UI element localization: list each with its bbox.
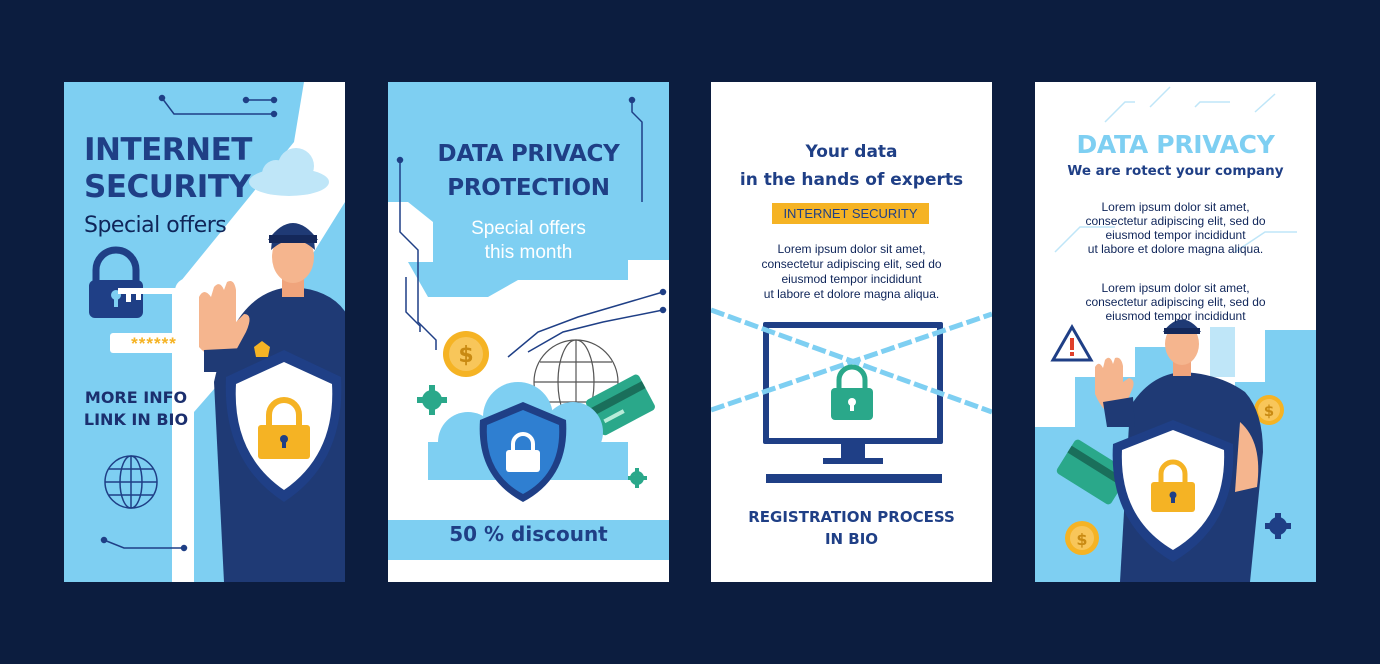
body-line: ut labore et dolore magna aliqua. (763, 287, 940, 301)
more-info-cta: MORE INFO LINK IN BIO (78, 387, 194, 431)
body-line: Lorem ipsum dolor sit amet, (1101, 200, 1250, 214)
credit-card-icon (586, 374, 655, 436)
card-body-text: Lorem ipsum dolor sit amet, consectetur … (731, 242, 972, 302)
card-paragraph: Lorem ipsum dolor sit amet, consectetur … (1055, 200, 1296, 256)
chain-icon (711, 307, 992, 415)
internet-security-illustration (89, 82, 345, 582)
body-line: consectetur adipiscing elit, sed do (761, 257, 942, 271)
cta-line1: MORE INFO (84, 388, 188, 407)
globe-icon (104, 455, 158, 509)
discount-band (388, 520, 669, 560)
cta-line2: LINK IN BIO (83, 410, 189, 429)
card-data-privacy-protection: $ (388, 82, 669, 582)
circuit-lines (396, 96, 667, 358)
body-line: eiusmod tempor incididunt (781, 272, 922, 286)
card-title: INTERNET SECURITY (84, 132, 274, 206)
card-your-data: Your data in the hands of experts INTERN… (711, 82, 992, 582)
body-line: ut labore et dolore magna aliqua. (1087, 242, 1264, 256)
card-subtitle: Special offers this month (438, 217, 619, 265)
discount-label: 50 % discount (449, 522, 608, 546)
your-data-illustration (711, 307, 992, 483)
body-line: Lorem ipsum dolor sit amet, (777, 242, 926, 256)
card-title-line2: PROTECTION (447, 175, 610, 201)
registration-cta: REGISTRATION PROCESS IN BIO (721, 506, 982, 550)
body-line: Lorem ipsum dolor sit amet, (1101, 281, 1250, 295)
padlock-icon (89, 246, 143, 318)
body-line: consectetur adipiscing elit, sed do (1085, 214, 1266, 228)
svg-text:$: $ (1264, 402, 1274, 420)
cta-line2: IN BIO (824, 530, 879, 548)
body-line: eiusmod tempor incididunt (1105, 228, 1246, 242)
internet-security-badge: INTERNET SECURITY (772, 203, 929, 224)
card-title-line2: in the hands of experts (739, 170, 964, 190)
dollar-coin-icon: $ $ (1065, 395, 1284, 555)
card-subtitle: Special offers (84, 213, 227, 238)
body-line: consectetur adipiscing elit, sed do (1085, 295, 1266, 309)
padlock-icon (831, 364, 873, 420)
cloud-icon (249, 148, 329, 196)
circuit-lines (100, 94, 278, 552)
shield-icon (225, 350, 342, 502)
password-field-illustration: ****** (110, 333, 198, 353)
svg-text:$: $ (458, 343, 473, 368)
card-title-line1: INTERNET (84, 132, 252, 168)
subtitle-line1: Special offers (471, 218, 586, 239)
cta-line1: REGISTRATION PROCESS (748, 508, 955, 526)
gear-icon (417, 385, 647, 488)
card-data-privacy: $ $ (1035, 82, 1316, 582)
card-title-line2: SECURITY (84, 169, 251, 205)
card-title: DATA PRIVACY PROTECTION (418, 137, 639, 205)
card-internet-security: INTERNET SECURITY Special offers ****** … (64, 82, 345, 582)
card-title: Your data in the hands of experts (721, 138, 982, 194)
dollar-coin-icon: $ (443, 331, 489, 377)
circuit-lines (1054, 86, 1297, 253)
card-title: DATA PRIVACY (1076, 130, 1275, 159)
card-tagline: We are rotect your company (1067, 163, 1284, 179)
shield-icon (1112, 420, 1234, 562)
body-line: eiusmod tempor incididunt (1105, 309, 1246, 323)
subtitle-line2: this month (484, 242, 573, 263)
data-privacy-illustration: $ (388, 82, 669, 582)
keyboard-icon (766, 474, 942, 483)
data-privacy-officer-illustration: $ $ (1035, 86, 1316, 582)
card-title-line1: Your data (805, 142, 898, 162)
card-title-line1: DATA PRIVACY (437, 141, 620, 167)
credit-card-icon (1056, 439, 1130, 505)
warning-icon (1050, 323, 1094, 362)
shield-icon (479, 402, 567, 502)
card-paragraph: Lorem ipsum dolor sit amet, consectetur … (1055, 281, 1296, 323)
key-icon (118, 278, 201, 304)
svg-text:$: $ (1076, 530, 1087, 549)
gear-icon (1265, 513, 1291, 539)
